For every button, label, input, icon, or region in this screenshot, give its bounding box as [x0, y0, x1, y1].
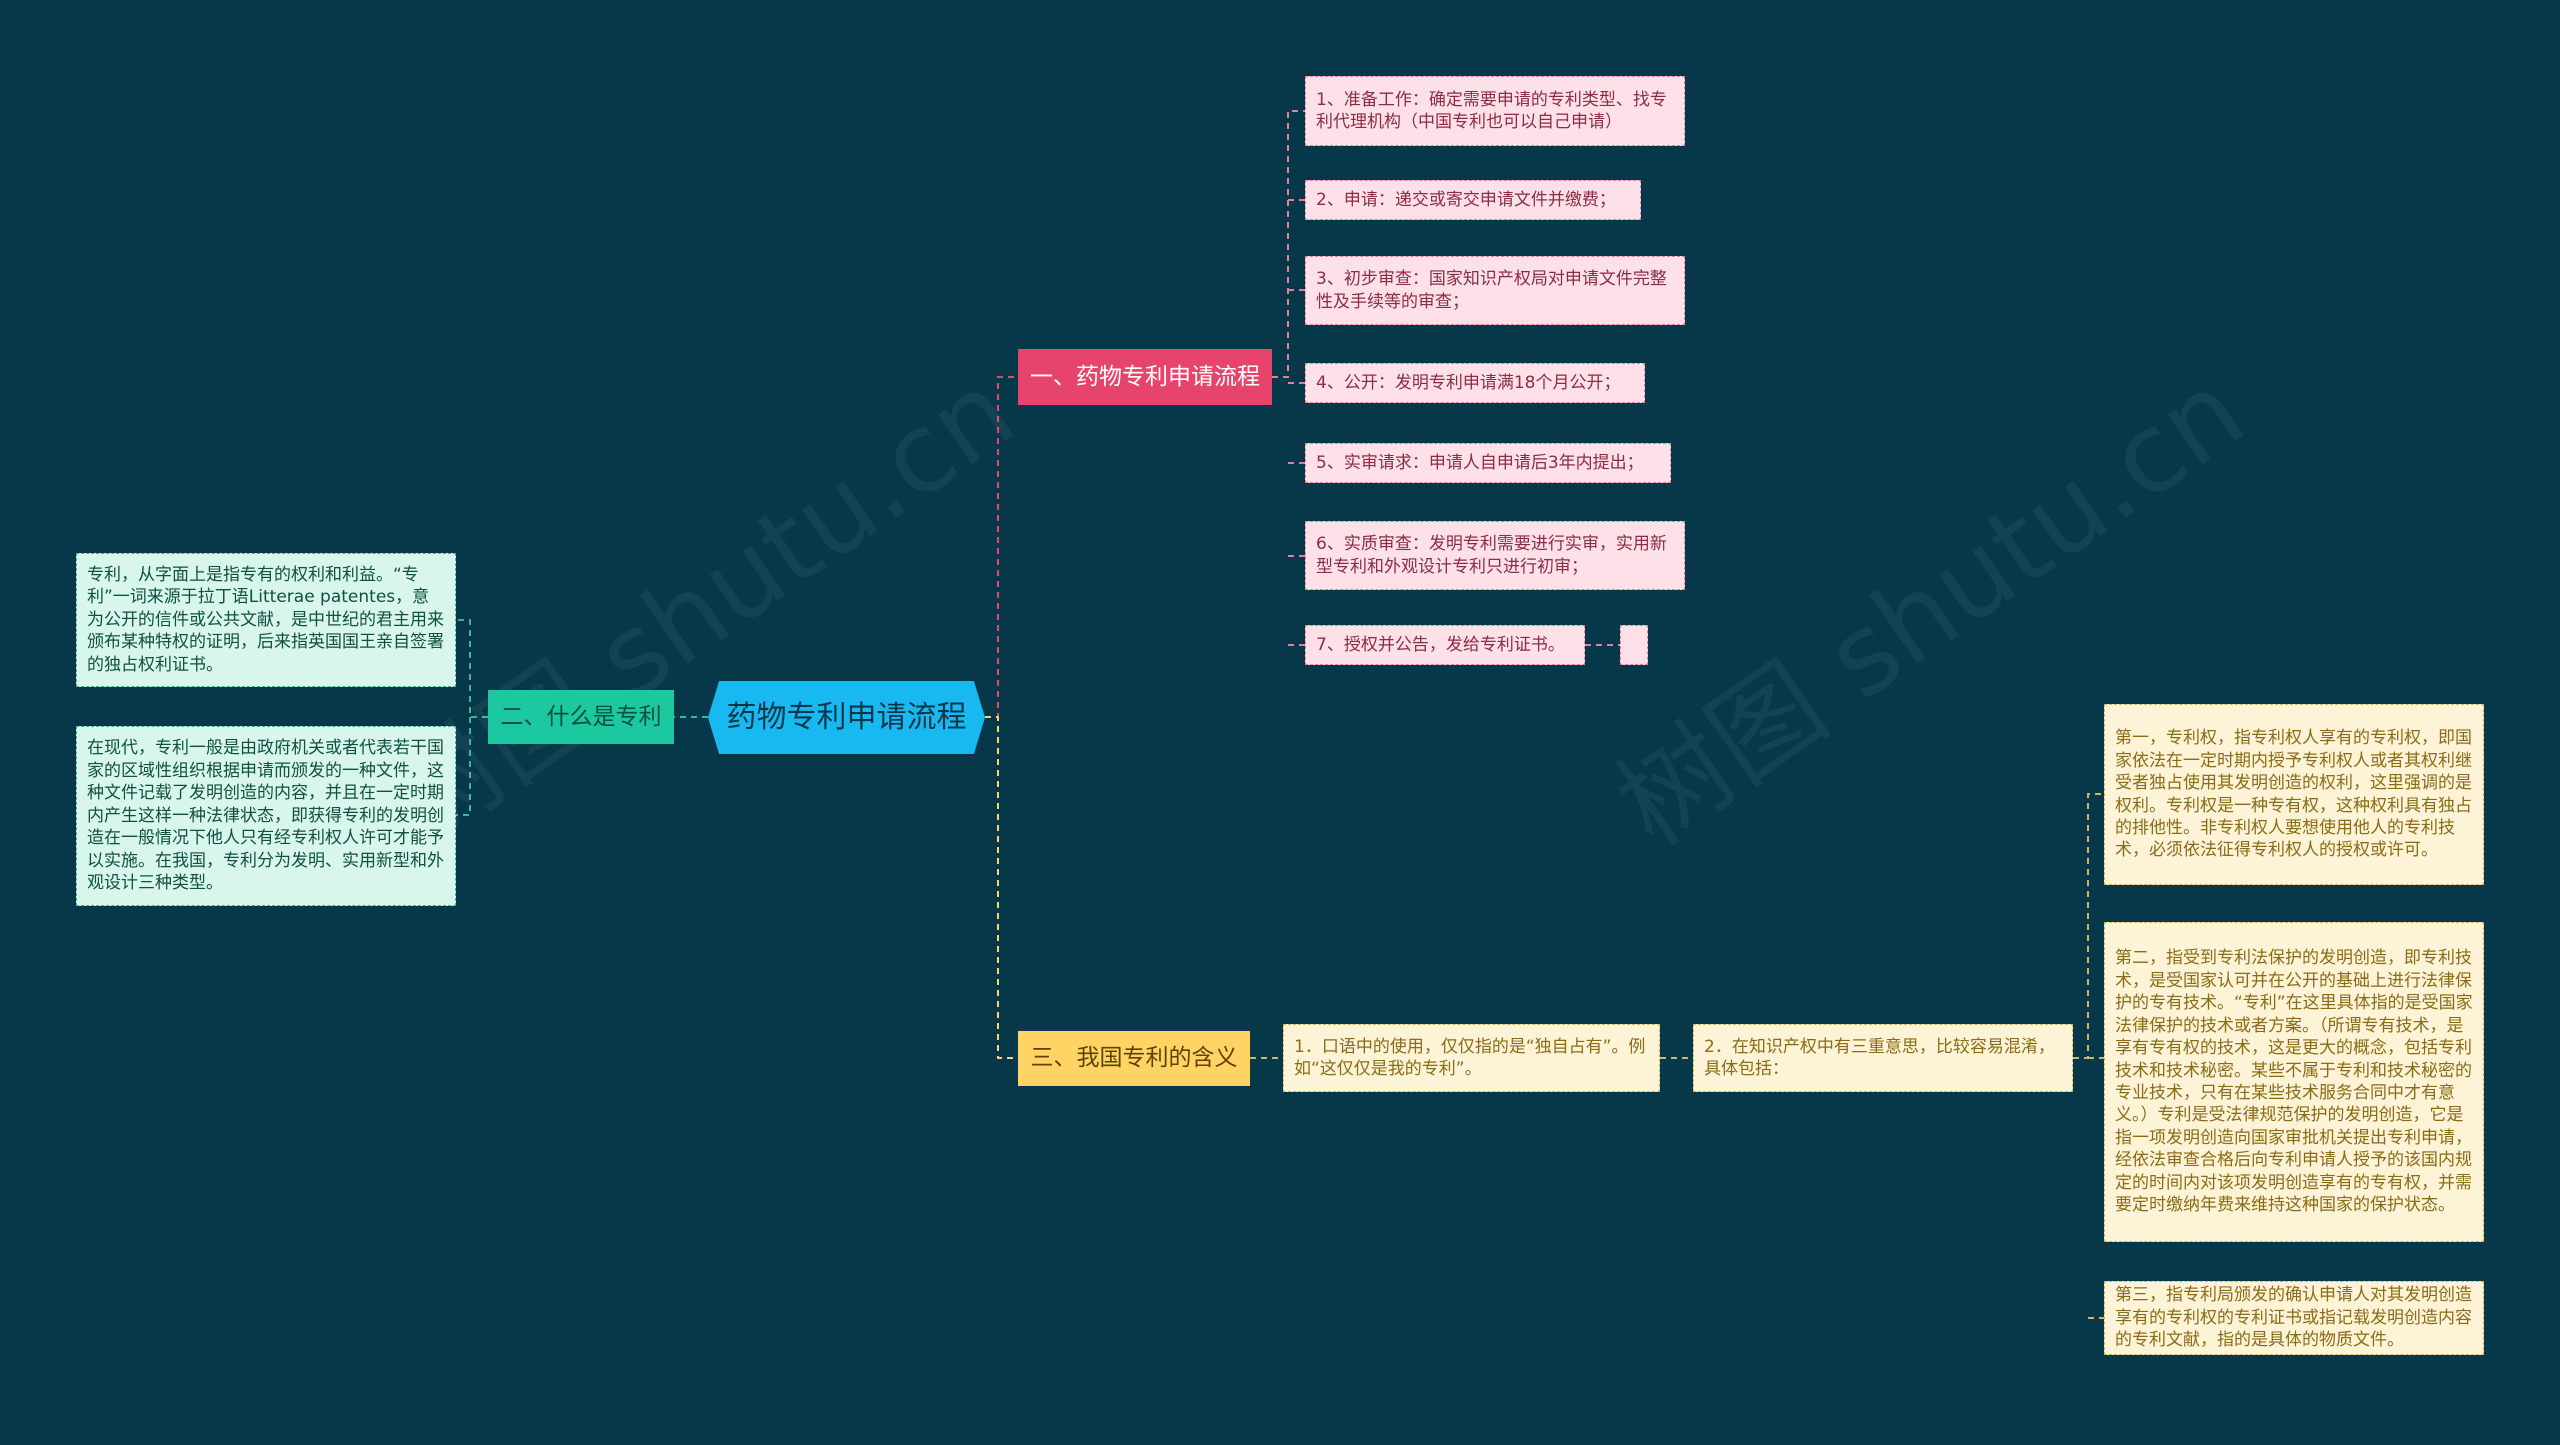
- topic-patent-meaning[interactable]: 三、我国专利的含义: [1018, 1031, 1250, 1086]
- meaning-detail-3[interactable]: 第三，指专利局颁发的确认申请人对其发明创造享有的专利权的专利证书或指记载发明创造…: [2104, 1281, 2484, 1355]
- meaning-detail-1[interactable]: 第一，专利权，指专利权人享有的专利权，即国家依法在一定时期内授予专利权人或者其权…: [2104, 704, 2484, 885]
- process-step-1[interactable]: 1、准备工作：确定需要申请的专利类型、找专利代理机构（中国专利也可以自己申请）: [1305, 76, 1685, 146]
- empty-child-node[interactable]: [1620, 625, 1648, 665]
- meaning-detail-2[interactable]: 第二，指受到专利法保护的发明创造，即专利技术，是受国家认可并在公开的基础上进行法…: [2104, 922, 2484, 1242]
- link-process-steps: [1272, 110, 1305, 646]
- link-item2-details: [2073, 793, 2104, 1319]
- topic-drug-patent-process[interactable]: 一、药物专利申请流程: [1018, 349, 1272, 405]
- root-node[interactable]: 药物专利申请流程: [708, 681, 985, 754]
- link-root-process: [985, 376, 1018, 718]
- process-step-3[interactable]: 3、初步审查：国家知识产权局对申请文件完整性及手续等的审查；: [1305, 256, 1685, 325]
- process-step-7[interactable]: 7、授权并公告，发给专利证书。: [1305, 625, 1585, 665]
- meaning-item-2[interactable]: 2．在知识产权中有三重意思，比较容易混淆，具体包括：: [1693, 1024, 2073, 1092]
- link-root-meaning: [985, 716, 1018, 1059]
- process-step-6[interactable]: 6、实质审查：发明专利需要进行实审，实用新型专利和外观设计专利只进行初审；: [1305, 521, 1685, 590]
- what-is-note-2[interactable]: 在现代，专利一般是由政府机关或者代表若干国家的区域性组织根据申请而颁发的一种文件…: [76, 726, 456, 906]
- what-is-note-1[interactable]: 专利，从字面上是指专有的权利和利益。“专利”一词来源于拉丁语Litterae p…: [76, 553, 456, 687]
- process-step-4[interactable]: 4、公开：发明专利申请满18个月公开；: [1305, 363, 1645, 403]
- link-what-is-notes: [456, 619, 488, 816]
- topic-what-is-patent[interactable]: 二、什么是专利: [488, 690, 674, 744]
- process-step-5[interactable]: 5、实审请求：申请人自申请后3年内提出；: [1305, 443, 1671, 483]
- meaning-item-1[interactable]: 1．口语中的使用，仅仅指的是“独自占有”。例如“这仅仅是我的专利”。: [1283, 1024, 1660, 1092]
- process-step-2[interactable]: 2、申请：递交或寄交申请文件并缴费；: [1305, 180, 1641, 220]
